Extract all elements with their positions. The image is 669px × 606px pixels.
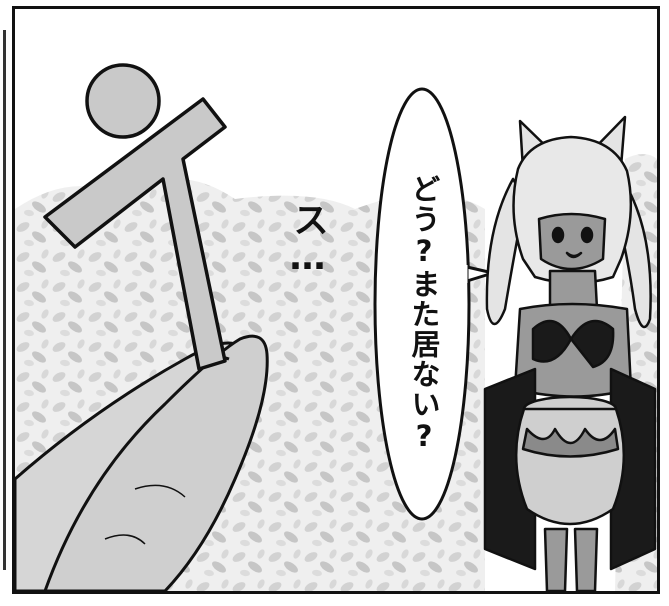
manga-panel: どう?また居ない? ス… [12,6,660,594]
cat-girl-character [483,115,657,591]
stick-figure-totem [43,63,227,371]
previous-panel-edge [3,30,6,570]
sound-effect-text: ス… [287,201,328,278]
hand [15,334,269,591]
speech-bubble-shape [373,87,495,521]
speech-bubble-text: どう?また居ない? [407,174,441,454]
panel-art [15,63,657,591]
